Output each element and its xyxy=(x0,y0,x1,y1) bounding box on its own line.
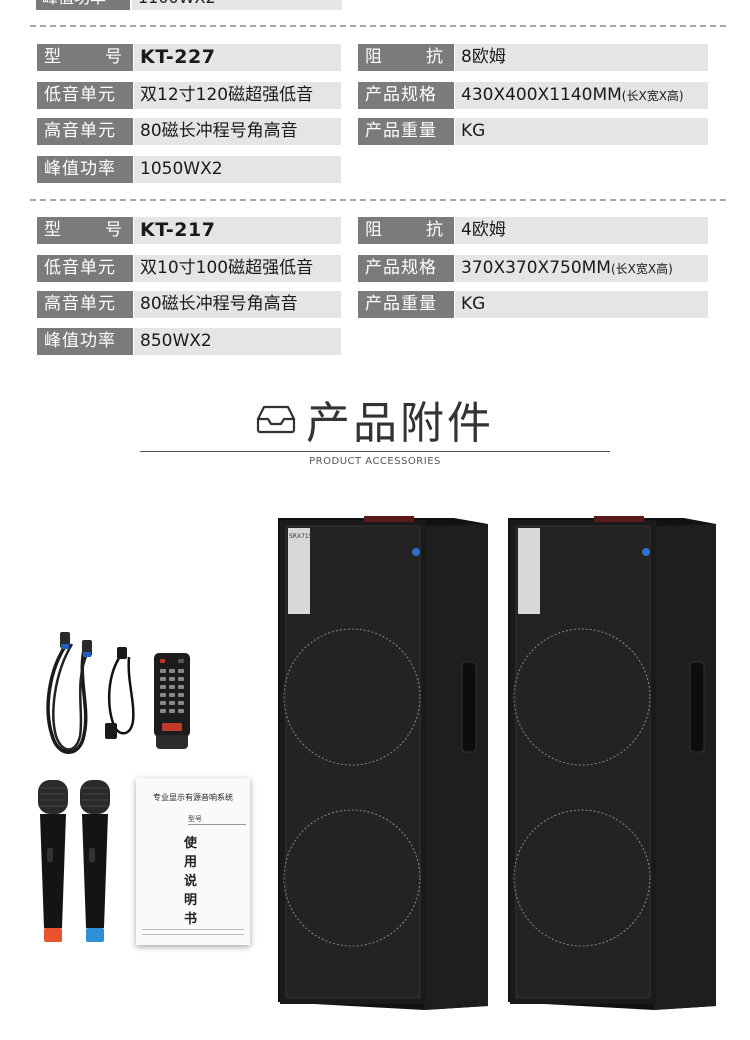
spec-label-impedance: 阻抗 xyxy=(358,217,454,244)
spec-value-impedance: 4欧姆 xyxy=(455,217,708,244)
spec-value-size-dims: 430X400X1140MM xyxy=(461,85,622,105)
user-manual-image: 专业显示有源音响系统 型号 使用说明书 xyxy=(136,778,250,945)
speaker-image-right xyxy=(508,516,716,1010)
spec-label-model: 型号 xyxy=(37,217,133,244)
spec-value-model: KT-217 xyxy=(134,217,341,244)
spec-label-size: 产品规格 xyxy=(358,255,454,282)
spec-value-power: 850WX2 xyxy=(134,328,341,355)
spec-value-impedance: 8欧姆 xyxy=(455,44,708,71)
spec-label-weight: 产品重量 xyxy=(358,291,454,318)
spec-label-model-a: 型 xyxy=(44,47,62,67)
spec-label-model-b: 号 xyxy=(105,220,123,240)
manual-footer-line xyxy=(142,929,244,935)
spec-label-impedance-b: 抗 xyxy=(426,220,444,240)
spec-row-partial: 峰值功率 1100WX2 xyxy=(36,0,342,10)
spec-label-tweeter: 高音单元 xyxy=(37,291,133,318)
spec-label-impedance-b: 抗 xyxy=(426,47,444,67)
manual-model-field: 型号 xyxy=(188,814,246,825)
accessories-subtitle: PRODUCT ACCESSORIES xyxy=(309,456,441,467)
manual-header: 专业显示有源音响系统 xyxy=(153,793,233,802)
spec-value-tweeter: 80磁长冲程号角高音 xyxy=(134,291,341,318)
spec-label-woofer: 低音单元 xyxy=(37,255,133,282)
spec-value-weight: KG xyxy=(455,118,708,145)
spec-label-impedance-a: 阻 xyxy=(365,220,383,240)
spec-label-weight: 产品重量 xyxy=(358,118,454,145)
manual-title: 使用说明书 xyxy=(184,836,198,927)
spec-label-power: 峰值功率 xyxy=(37,328,133,355)
spec-label-tweeter: 高音单元 xyxy=(37,118,133,145)
spec-value-model: KT-227 xyxy=(134,44,341,71)
spec-value-power: 1050WX2 xyxy=(134,156,341,183)
bluetooth-icon xyxy=(412,548,420,556)
divider-dashed xyxy=(30,25,726,27)
accessories-title: 产品附件 xyxy=(140,386,610,452)
spec-value-size: 370X370X750MM(长X宽X高) xyxy=(455,255,708,282)
spec-value-tweeter: 80磁长冲程号角高音 xyxy=(134,118,341,145)
title-underline xyxy=(140,451,610,452)
divider-dashed xyxy=(30,199,726,201)
spec-value-power-partial: 1100WX2 xyxy=(132,0,342,10)
wireless-microphones-image xyxy=(38,780,110,942)
spec-value-woofer: 双10寸100磁超强低音 xyxy=(134,255,341,282)
spec-value-size: 430X400X1140MM(长X宽X高) xyxy=(455,82,708,109)
accessories-title-text: 产品附件 xyxy=(306,398,494,449)
spec-value-size-dims: 370X370X750MM xyxy=(461,258,611,278)
speaker-image-left: SRX715 xyxy=(278,516,488,1010)
spec-label-model-a: 型 xyxy=(44,220,62,240)
spec-value-size-unit: (长X宽X高) xyxy=(621,89,684,103)
spec-label-model: 型号 xyxy=(37,44,133,71)
spec-value-woofer: 双12寸120磁超强低音 xyxy=(134,82,341,109)
spec-value-weight: KG xyxy=(455,291,708,318)
remote-control-image xyxy=(154,653,190,749)
spec-label-woofer: 低音单元 xyxy=(37,82,133,109)
spec-label-impedance-a: 阻 xyxy=(365,47,383,67)
spec-label-power-partial: 峰值功率 xyxy=(36,0,130,10)
spec-label-power: 峰值功率 xyxy=(37,156,133,183)
bluetooth-icon xyxy=(642,548,650,556)
speaker-brand-label: SRX715 xyxy=(289,533,313,540)
audio-cable-image xyxy=(46,632,92,754)
power-cable-image xyxy=(105,647,135,739)
spec-label-size: 产品规格 xyxy=(358,82,454,109)
spec-label-impedance: 阻抗 xyxy=(358,44,454,71)
spec-value-size-unit: (长X宽X高) xyxy=(610,262,673,276)
tray-icon xyxy=(256,405,296,434)
spec-label-model-b: 号 xyxy=(105,47,123,67)
